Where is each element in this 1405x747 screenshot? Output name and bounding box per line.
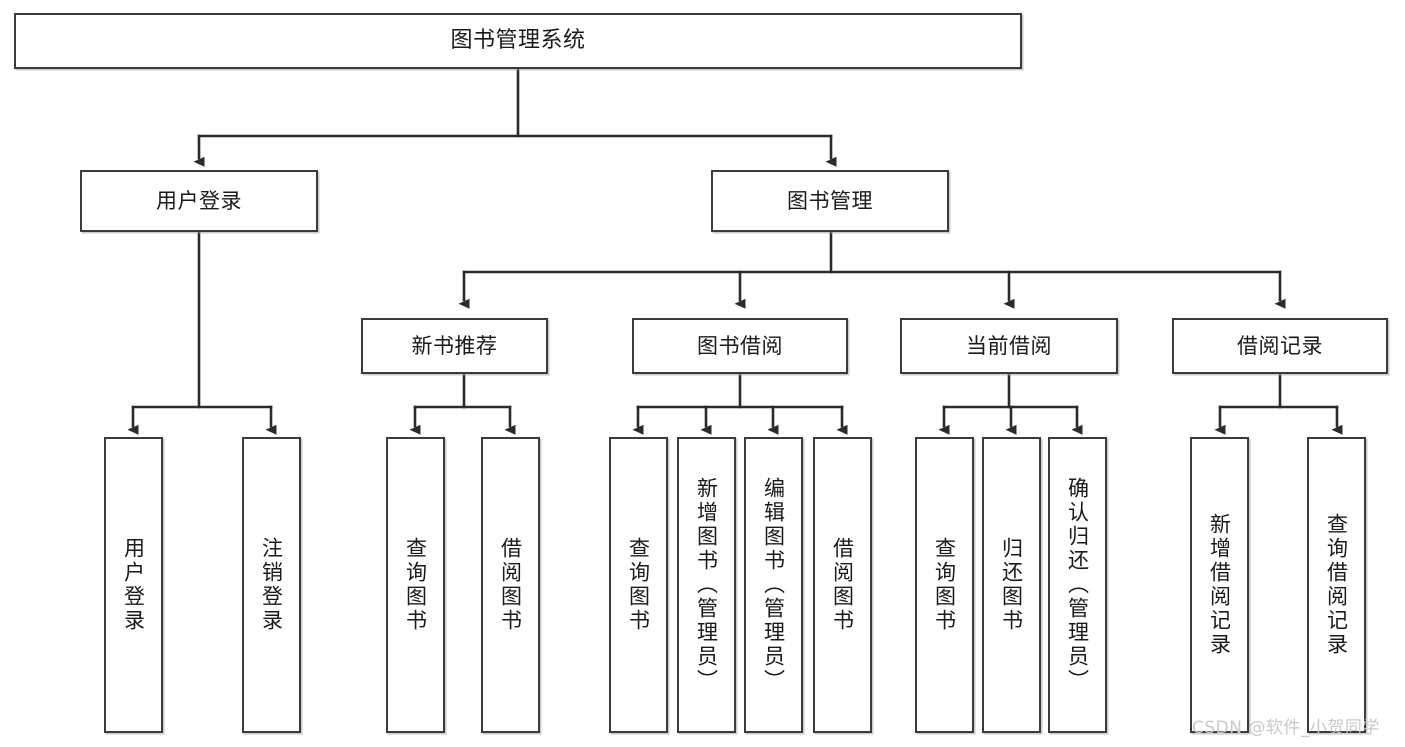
node-label: 当前借阅 bbox=[966, 333, 1052, 358]
node-label: 新增借阅记录 bbox=[1207, 513, 1232, 657]
node-label: 借阅图书 bbox=[830, 537, 855, 633]
node-book-management[interactable]: 图书管理 bbox=[711, 170, 949, 232]
node-label: 归还图书 bbox=[999, 537, 1024, 633]
csdn-watermark: CSDN @软件_小贺同学 bbox=[1192, 718, 1380, 738]
leaf-user-login[interactable]: 用户登录 bbox=[104, 437, 163, 733]
leaf-newbook-borrow-book[interactable]: 借阅图书 bbox=[481, 437, 540, 733]
node-root-book-management-system[interactable]: 图书管理系统 bbox=[14, 13, 1022, 69]
node-label: 注销登录 bbox=[259, 537, 284, 633]
node-user-login[interactable]: 用户登录 bbox=[80, 170, 318, 232]
node-label: 图书管理 bbox=[787, 188, 873, 213]
leaf-borrow-edit-book-admin[interactable]: 编辑图书（管理员） bbox=[744, 437, 803, 733]
node-current-borrow[interactable]: 当前借阅 bbox=[900, 318, 1118, 374]
leaf-current-confirm-return-admin[interactable]: 确认归还（管理员） bbox=[1048, 437, 1107, 733]
node-label: 图书借阅 bbox=[697, 333, 783, 358]
leaf-records-add-record[interactable]: 新增借阅记录 bbox=[1190, 437, 1249, 733]
node-label: 用户登录 bbox=[121, 537, 146, 633]
leaf-current-return-book[interactable]: 归还图书 bbox=[982, 437, 1041, 733]
node-label: 图书管理系统 bbox=[450, 28, 586, 54]
leaf-current-query-book[interactable]: 查询图书 bbox=[915, 437, 974, 733]
node-label: 确认归还（管理员） bbox=[1065, 477, 1090, 693]
node-label: 查询图书 bbox=[932, 537, 957, 633]
leaf-newbook-query-book[interactable]: 查询图书 bbox=[386, 437, 445, 733]
node-label: 新增图书（管理员） bbox=[694, 477, 719, 693]
node-label: 查询图书 bbox=[626, 537, 651, 633]
node-book-borrow[interactable]: 图书借阅 bbox=[632, 318, 848, 374]
node-borrow-records[interactable]: 借阅记录 bbox=[1172, 318, 1388, 374]
node-label: 编辑图书（管理员） bbox=[761, 477, 786, 693]
leaf-borrow-borrow-book[interactable]: 借阅图书 bbox=[813, 437, 872, 733]
node-label: 用户登录 bbox=[156, 188, 242, 213]
node-label: 借阅记录 bbox=[1237, 333, 1323, 358]
node-label: 查询图书 bbox=[403, 537, 428, 633]
leaf-records-query-record[interactable]: 查询借阅记录 bbox=[1307, 437, 1366, 733]
leaf-logout[interactable]: 注销登录 bbox=[242, 437, 301, 733]
node-new-book-recommend[interactable]: 新书推荐 bbox=[361, 318, 548, 374]
node-label: 借阅图书 bbox=[498, 537, 523, 633]
leaf-borrow-query-book[interactable]: 查询图书 bbox=[609, 437, 668, 733]
node-label: 新书推荐 bbox=[411, 333, 498, 358]
leaf-borrow-add-book-admin[interactable]: 新增图书（管理员） bbox=[677, 437, 736, 733]
node-label: 查询借阅记录 bbox=[1324, 513, 1349, 657]
